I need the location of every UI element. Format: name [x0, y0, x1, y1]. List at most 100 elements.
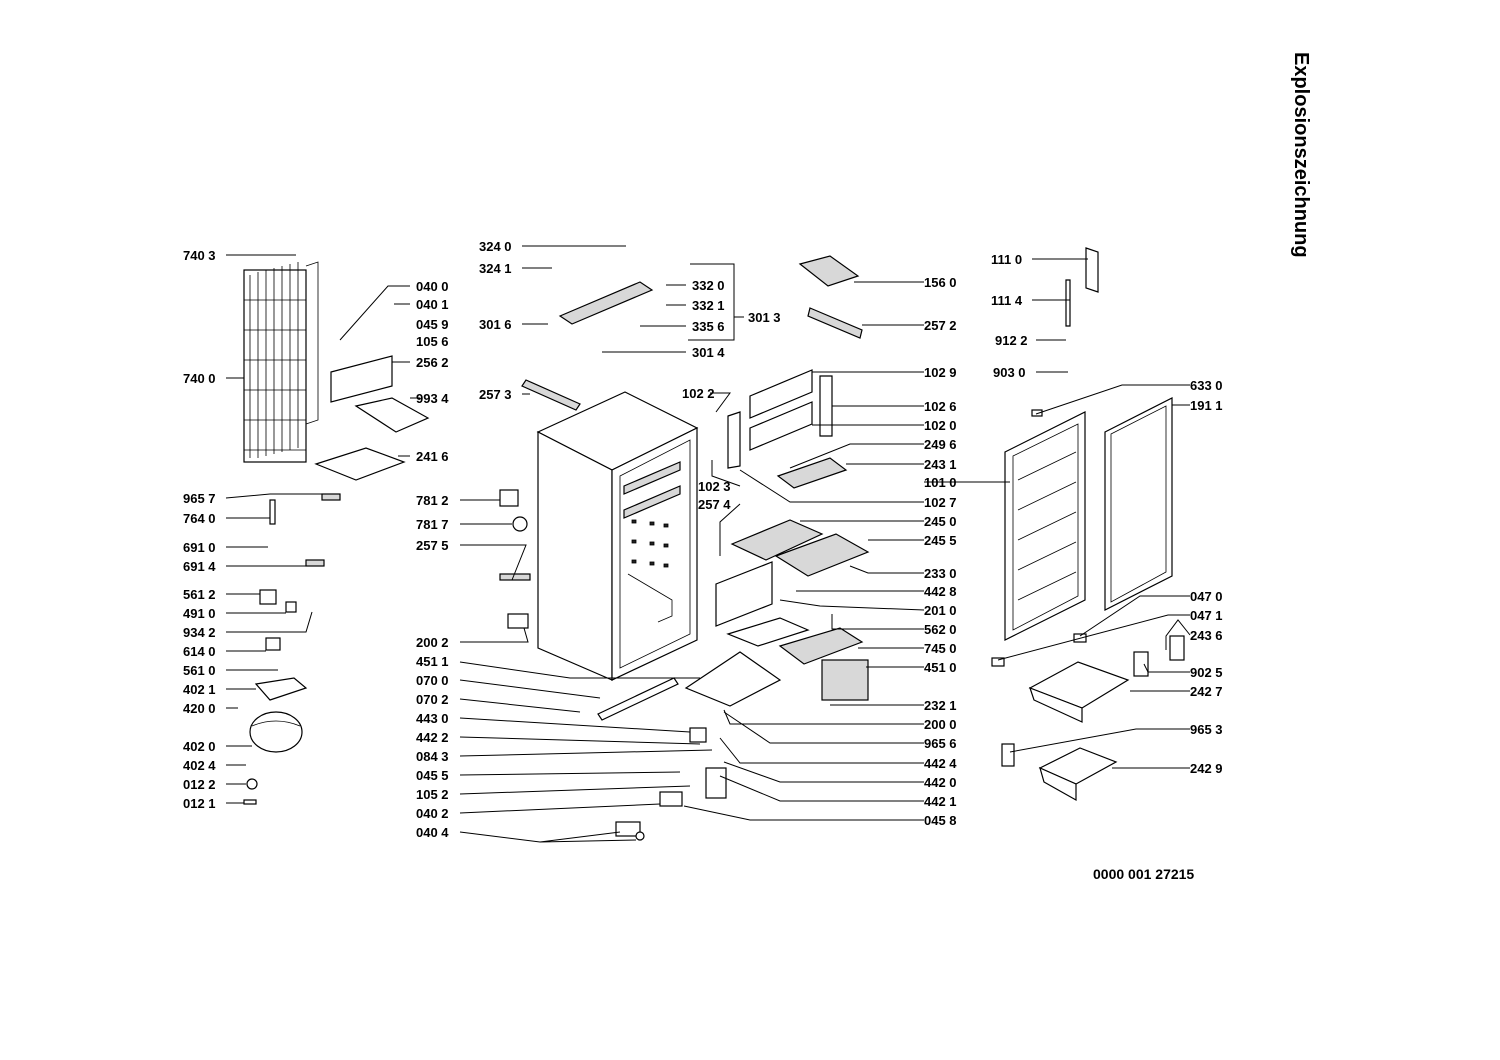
- part-label: 045 5: [416, 768, 449, 783]
- part-label: 745 0: [924, 641, 957, 656]
- part-label: 012 2: [183, 777, 216, 792]
- part-label: 562 0: [924, 622, 957, 637]
- part-label: 781 2: [416, 493, 449, 508]
- condenser-coil-drawing: [243, 261, 319, 463]
- part-label: 242 7: [1190, 684, 1223, 699]
- part-labels: 740 3 740 0 040 0 040 1 045 9 105 6 256 …: [183, 239, 1223, 840]
- part-label: 332 0: [692, 278, 725, 293]
- part-label: 691 4: [183, 559, 216, 574]
- part-label: 047 1: [1190, 608, 1223, 623]
- part-label: 102 9: [924, 365, 957, 380]
- part-label: 257 4: [698, 497, 731, 512]
- part-label: 442 0: [924, 775, 957, 790]
- drawing-title: Explosionszeichnung: [1290, 52, 1312, 258]
- part-label: 111 0: [991, 252, 1022, 267]
- part-label: 633 0: [1190, 378, 1223, 393]
- part-label: 561 0: [183, 663, 216, 678]
- part-label: 256 2: [416, 355, 449, 370]
- part-label: 233 0: [924, 566, 957, 581]
- part-label: 451 1: [416, 654, 449, 669]
- small-parts-drawing: [243, 409, 1185, 841]
- part-label: 912 2: [995, 333, 1028, 348]
- part-label: 443 0: [416, 711, 449, 726]
- document-number: 0000 001 27215: [1093, 866, 1194, 882]
- part-label: 102 3: [698, 479, 731, 494]
- part-label: 102 6: [924, 399, 957, 414]
- top-parts-drawing: [314, 247, 1099, 481]
- part-label: 102 0: [924, 418, 957, 433]
- part-label: 993 4: [416, 391, 449, 406]
- part-label: 301 4: [692, 345, 725, 360]
- part-label: 243 1: [924, 457, 957, 472]
- part-label: 200 0: [924, 717, 957, 732]
- part-label: 442 1: [924, 794, 957, 809]
- part-label: 012 1: [183, 796, 216, 811]
- part-label: 105 6: [416, 334, 449, 349]
- part-label: 451 0: [924, 660, 957, 675]
- part-label: 740 0: [183, 371, 216, 386]
- leader-lines: [225, 245, 1191, 843]
- part-label: 965 3: [1190, 722, 1223, 737]
- part-label: 442 8: [924, 584, 957, 599]
- part-label: 045 9: [416, 317, 449, 332]
- part-label: 965 7: [183, 491, 216, 506]
- part-label: 332 1: [692, 298, 725, 313]
- shelves-drawing: [597, 369, 870, 721]
- part-label: 335 6: [692, 319, 725, 334]
- part-label: 101 0: [924, 475, 957, 490]
- part-label: 084 3: [416, 749, 449, 764]
- part-label: 200 2: [416, 635, 449, 650]
- part-label: 242 9: [1190, 761, 1223, 776]
- part-label: 442 2: [416, 730, 449, 745]
- part-label: 903 0: [993, 365, 1026, 380]
- door-drawing: [1004, 397, 1173, 641]
- part-label: 257 3: [479, 387, 512, 402]
- part-label: 045 8: [924, 813, 957, 828]
- part-label: 324 0: [479, 239, 512, 254]
- part-label: 040 2: [416, 806, 449, 821]
- part-label: 040 4: [416, 825, 449, 840]
- part-label: 040 0: [416, 279, 449, 294]
- part-label: 442 4: [924, 756, 957, 771]
- compressor-drawing: [249, 677, 308, 753]
- part-label: 245 5: [924, 533, 957, 548]
- part-label: 402 1: [183, 682, 216, 697]
- part-label: 934 2: [183, 625, 216, 640]
- part-label: 070 0: [416, 673, 449, 688]
- drawers-drawing: [1028, 661, 1130, 802]
- cabinet-drawing: [536, 391, 699, 681]
- part-label: 301 6: [479, 317, 512, 332]
- part-label: 040 1: [416, 297, 449, 312]
- part-label: 243 6: [1190, 628, 1223, 643]
- part-label: 965 6: [924, 736, 957, 751]
- part-label: 102 7: [924, 495, 957, 510]
- part-label: 241 6: [416, 449, 449, 464]
- part-label: 781 7: [416, 517, 449, 532]
- part-label: 111 4: [991, 293, 1023, 308]
- part-label: 402 4: [183, 758, 216, 773]
- part-label: 491 0: [183, 606, 216, 621]
- part-label: 324 1: [479, 261, 512, 276]
- part-label: 245 0: [924, 514, 957, 529]
- part-label: 156 0: [924, 275, 957, 290]
- part-label: 249 6: [924, 437, 957, 452]
- part-label: 201 0: [924, 603, 957, 618]
- part-label: 614 0: [183, 644, 216, 659]
- part-label: 402 0: [183, 739, 216, 754]
- part-label: 191 1: [1190, 398, 1223, 413]
- part-label: 691 0: [183, 540, 216, 555]
- part-label: 232 1: [924, 698, 957, 713]
- part-label: 257 2: [924, 318, 957, 333]
- part-label: 257 5: [416, 538, 449, 553]
- part-label: 420 0: [183, 701, 216, 716]
- part-label: 902 5: [1190, 665, 1223, 680]
- part-label: 301 3: [748, 310, 781, 325]
- part-label: 561 2: [183, 587, 216, 602]
- part-label: 070 2: [416, 692, 449, 707]
- part-label: 764 0: [183, 511, 216, 526]
- part-label: 102 2: [682, 386, 715, 401]
- part-label: 105 2: [416, 787, 449, 802]
- part-label: 740 3: [183, 248, 216, 263]
- part-label: 047 0: [1190, 589, 1223, 604]
